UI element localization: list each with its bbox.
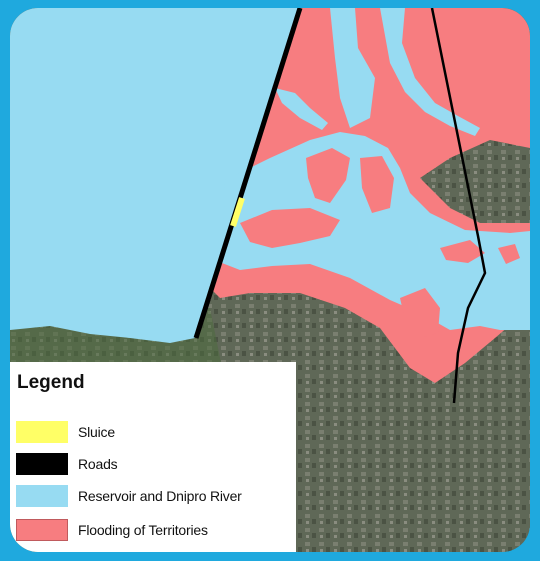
flood-island-2 (360, 156, 394, 213)
legend-label-water: Reservoir and Dnipro River (78, 488, 242, 504)
sluice-swatch-icon (16, 421, 68, 443)
flood-island-6 (400, 288, 440, 338)
road-east (430, 8, 487, 404)
legend-item-roads: Roads (16, 452, 118, 476)
map-legend: Legend Sluice Roads Reservoir and Dnipro… (10, 362, 296, 552)
legend-label-flood: Flooding of Territories (78, 522, 208, 538)
legend-label-roads: Roads (78, 456, 118, 472)
roads-swatch-icon (16, 453, 68, 475)
road-dam (193, 8, 303, 339)
water-swatch-icon (16, 485, 68, 507)
flood-map: Legend Sluice Roads Reservoir and Dnipro… (10, 8, 530, 552)
reservoir-water (10, 8, 300, 343)
dnipro-river (222, 132, 530, 330)
legend-item-sluice: Sluice (16, 420, 115, 444)
flood-swatch-icon (16, 519, 68, 541)
sluice-marker (230, 197, 245, 227)
legend-item-flood: Flooding of Territories (16, 518, 208, 542)
flood-island-1 (306, 148, 350, 203)
legend-item-water: Reservoir and Dnipro River (16, 484, 242, 508)
legend-label-sluice: Sluice (78, 424, 115, 440)
river-branch-west (275, 88, 328, 130)
river-branch-north (330, 8, 375, 128)
river-branch-northeast (380, 8, 480, 136)
legend-title: Legend (17, 372, 85, 393)
flood-island-4 (440, 240, 485, 263)
flood-island-3 (240, 208, 340, 248)
flood-island-5 (498, 244, 520, 264)
